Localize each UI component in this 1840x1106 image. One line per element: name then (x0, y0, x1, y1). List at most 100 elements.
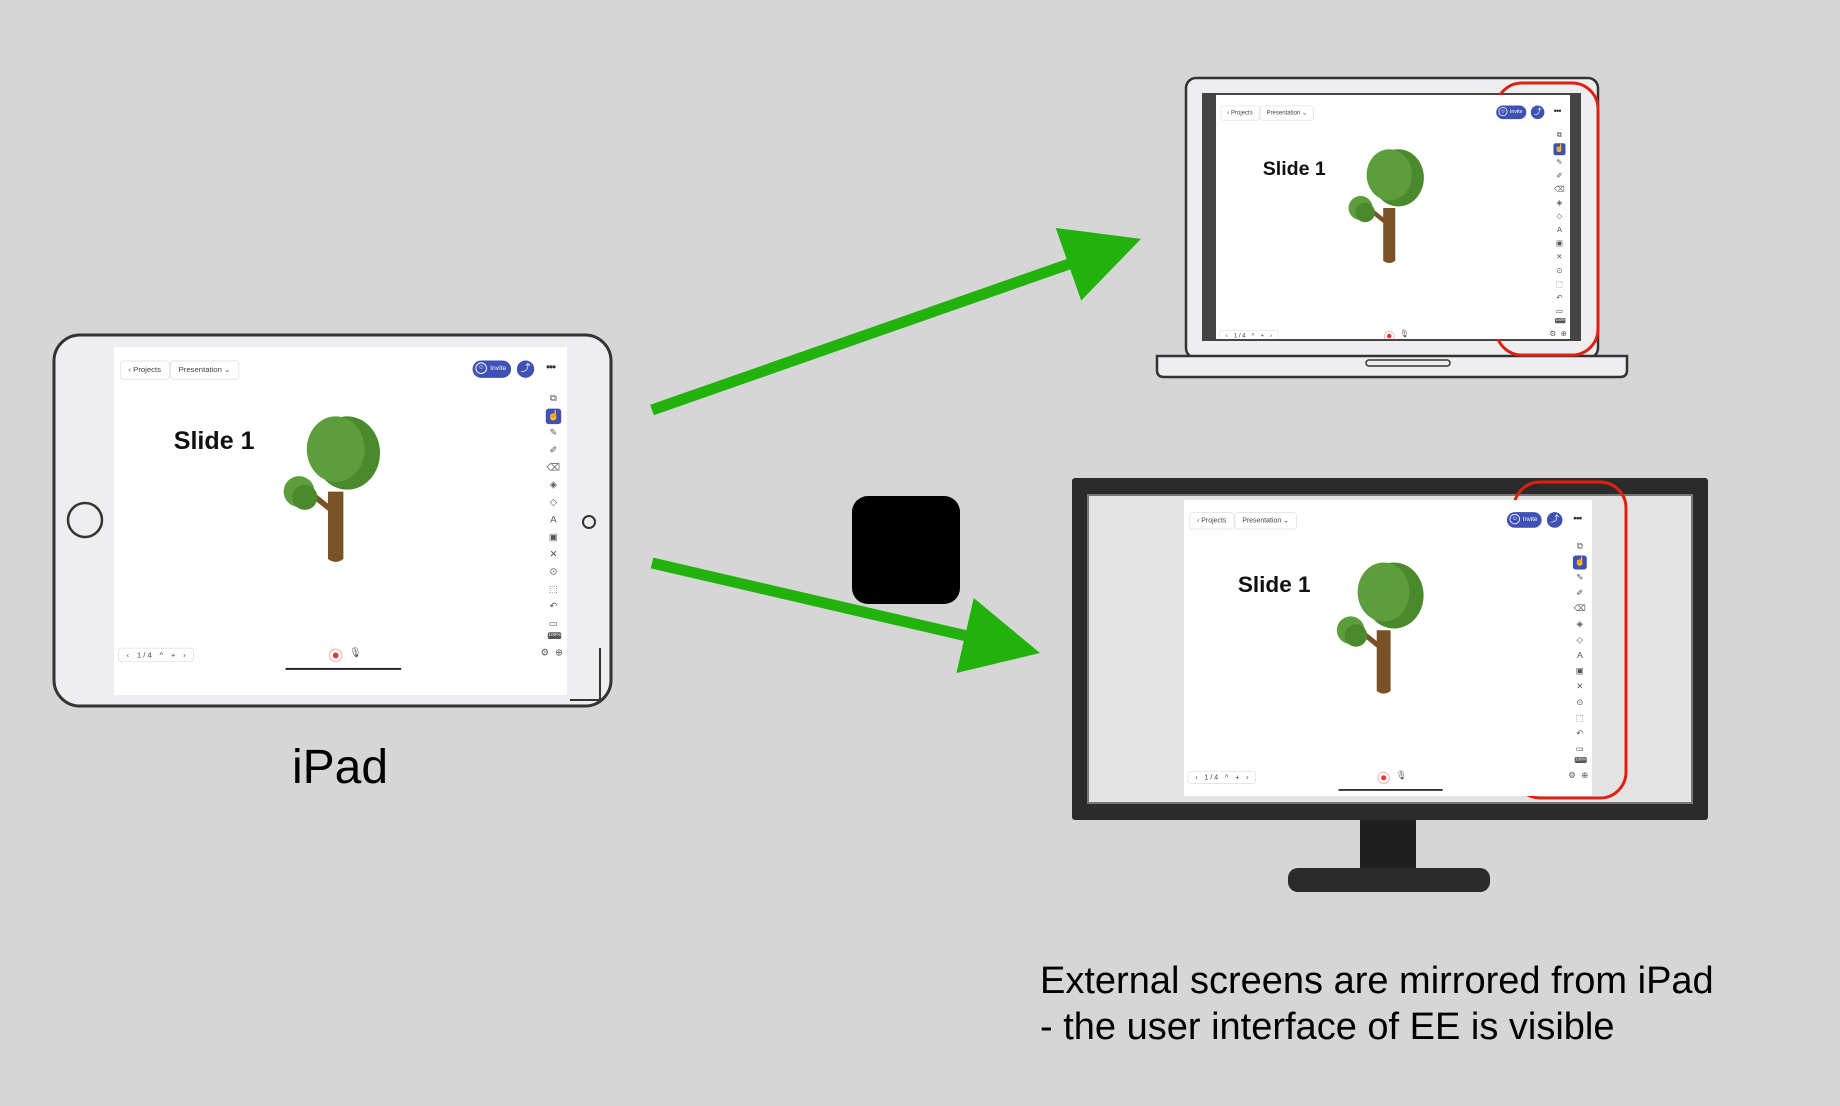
marker-icon[interactable]: ✐ (1576, 588, 1584, 599)
hand-icon[interactable]: ☝ (545, 408, 562, 425)
bottom-right-controls: ⚙⊕ (1545, 330, 1567, 338)
page-navigator: ‹ 1 / 4 ^ + › (1219, 329, 1279, 339)
undo-icon[interactable]: ↶ (549, 601, 558, 613)
invite-button[interactable]: ☺Invite (1496, 105, 1527, 120)
more-options-button[interactable]: ••• (1573, 512, 1582, 525)
slide-title: Slide 1 (1262, 156, 1326, 180)
share-button[interactable]: ⤴ (1530, 105, 1545, 120)
undo-icon[interactable]: ↶ (1576, 729, 1584, 739)
rectangle-icon[interactable]: ▭ (1575, 744, 1584, 755)
page-up-button[interactable]: ^ (159, 650, 164, 660)
page-up-button[interactable]: ^ (1225, 773, 1229, 782)
hand-icon[interactable]: ☝ (1572, 555, 1587, 570)
home-indicator (1338, 789, 1443, 791)
prev-page-button[interactable]: ‹ (1195, 773, 1198, 782)
close-icon[interactable]: ✕ (1556, 253, 1563, 262)
microphone-icon[interactable]: 🎙 (1395, 770, 1407, 781)
bottom-right-controls: ⚙⊕ (1563, 771, 1588, 781)
zoom-icon[interactable]: ⊕ (1560, 329, 1567, 339)
invite-label: Invite (1509, 109, 1523, 115)
eraser-icon[interactable]: ⌫ (546, 462, 561, 474)
add-page-button[interactable]: + (1235, 773, 1240, 782)
zoom-icon[interactable]: ⊕ (1581, 770, 1589, 781)
pencil-icon[interactable]: ✎ (549, 427, 558, 439)
target-icon[interactable]: ⊙ (549, 566, 558, 578)
image-icon[interactable]: ▣ (548, 532, 559, 543)
back-to-projects-button[interactable]: ‹ Projects (1220, 105, 1260, 121)
back-to-projects-button[interactable]: ‹ Projects (1189, 512, 1235, 530)
page-up-button[interactable]: ^ (1251, 332, 1255, 339)
select-icon[interactable]: ⬚ (1555, 280, 1564, 289)
next-page-button[interactable]: › (1269, 332, 1273, 339)
undo-icon[interactable]: ↶ (1556, 293, 1563, 303)
close-icon[interactable]: ✕ (1576, 682, 1584, 692)
shapes-icon[interactable]: ◇ (1576, 635, 1584, 645)
record-button[interactable] (328, 648, 343, 663)
invite-label: Invite (1522, 516, 1538, 523)
presentation-label: Presentation (1266, 109, 1301, 117)
zoom-icon[interactable]: ⊕ (555, 647, 564, 659)
footnote: External screens are mirrored from iPad … (1040, 958, 1830, 1050)
user-icon: ☺ (1498, 107, 1508, 117)
microphone-icon[interactable]: 🎙 (349, 647, 362, 659)
text-icon[interactable]: A (1556, 226, 1562, 235)
prev-page-button[interactable]: ‹ (1225, 332, 1228, 339)
copy-icon[interactable]: ⧉ (550, 393, 557, 404)
microphone-icon[interactable]: 🎙 (1399, 329, 1410, 339)
next-page-button[interactable]: › (183, 650, 186, 660)
image-icon[interactable]: ▣ (1555, 239, 1564, 248)
user-icon: ☺ (475, 362, 487, 374)
presentation-dropdown[interactable]: Presentation ⌄ (169, 360, 240, 380)
presentation-dropdown[interactable]: Presentation ⌄ (1234, 512, 1297, 530)
pencil-icon[interactable]: ✎ (1576, 572, 1584, 583)
share-button[interactable]: ⤴ (1546, 512, 1563, 528)
record-button[interactable] (1383, 330, 1395, 339)
more-options-button[interactable]: ••• (545, 360, 556, 374)
next-page-button[interactable]: › (1246, 773, 1249, 782)
app-topbar: ‹ Projects Presentation ⌄ ☺Invite ⤴ ••• (1189, 512, 1587, 530)
select-icon[interactable]: ⬚ (1575, 713, 1584, 724)
settings-icon[interactable]: ⚙ (1568, 770, 1577, 781)
shapes-icon[interactable]: ◇ (1556, 212, 1563, 221)
invite-button[interactable]: ☺Invite (1506, 512, 1542, 528)
presentation-dropdown[interactable]: Presentation ⌄ (1259, 105, 1314, 121)
target-icon[interactable]: ⊙ (1556, 266, 1563, 276)
rectangle-icon[interactable]: ▭ (1555, 307, 1564, 316)
slide-title: Slide 1 (1237, 571, 1311, 598)
back-to-projects-button[interactable]: ‹ Projects (119, 360, 170, 380)
shapes-icon[interactable]: ◇ (549, 497, 558, 508)
marker-icon[interactable]: ✐ (549, 445, 558, 456)
eraser-icon[interactable]: ⌫ (1573, 604, 1586, 614)
settings-icon[interactable]: ⚙ (540, 647, 550, 659)
fill-icon[interactable]: ◈ (1556, 198, 1563, 208)
rectangle-icon[interactable]: ▭ (548, 618, 559, 630)
hand-icon[interactable]: ☝ (1553, 143, 1566, 156)
close-icon[interactable]: ✕ (549, 549, 558, 560)
page-navigator: ‹ 1 / 4 ^ + › (117, 647, 195, 663)
footnote-line: - the user interface of EE is visible (1040, 1006, 1615, 1048)
select-icon[interactable]: ⬚ (548, 584, 559, 595)
settings-icon[interactable]: ⚙ (1549, 329, 1557, 339)
back-label: Projects (1230, 109, 1253, 117)
marker-icon[interactable]: ✐ (1556, 171, 1563, 181)
eraser-icon[interactable]: ⌫ (1554, 185, 1565, 194)
add-page-button[interactable]: + (170, 650, 176, 660)
pencil-icon[interactable]: ✎ (1556, 158, 1563, 167)
copy-icon[interactable]: ⧉ (1576, 541, 1583, 552)
record-button[interactable] (1377, 771, 1390, 784)
add-page-button[interactable]: + (1260, 332, 1264, 339)
target-icon[interactable]: ⊙ (1576, 697, 1584, 708)
zoom-badge: 100% (1554, 317, 1566, 324)
invite-button[interactable]: ☺Invite (472, 360, 512, 378)
fill-icon[interactable]: ◈ (1576, 619, 1584, 630)
text-icon[interactable]: A (1576, 651, 1583, 661)
fill-icon[interactable]: ◈ (549, 480, 558, 491)
prev-page-button[interactable]: ‹ (126, 650, 130, 660)
bottom-right-controls: ⚙⊕ (535, 647, 564, 659)
share-button[interactable]: ⤴ (516, 360, 535, 378)
copy-icon[interactable]: ⧉ (1556, 131, 1563, 140)
invite-label: Invite (490, 365, 507, 373)
image-icon[interactable]: ▣ (1575, 666, 1584, 677)
more-options-button[interactable]: ••• (1553, 105, 1562, 117)
text-icon[interactable]: A (550, 514, 557, 526)
